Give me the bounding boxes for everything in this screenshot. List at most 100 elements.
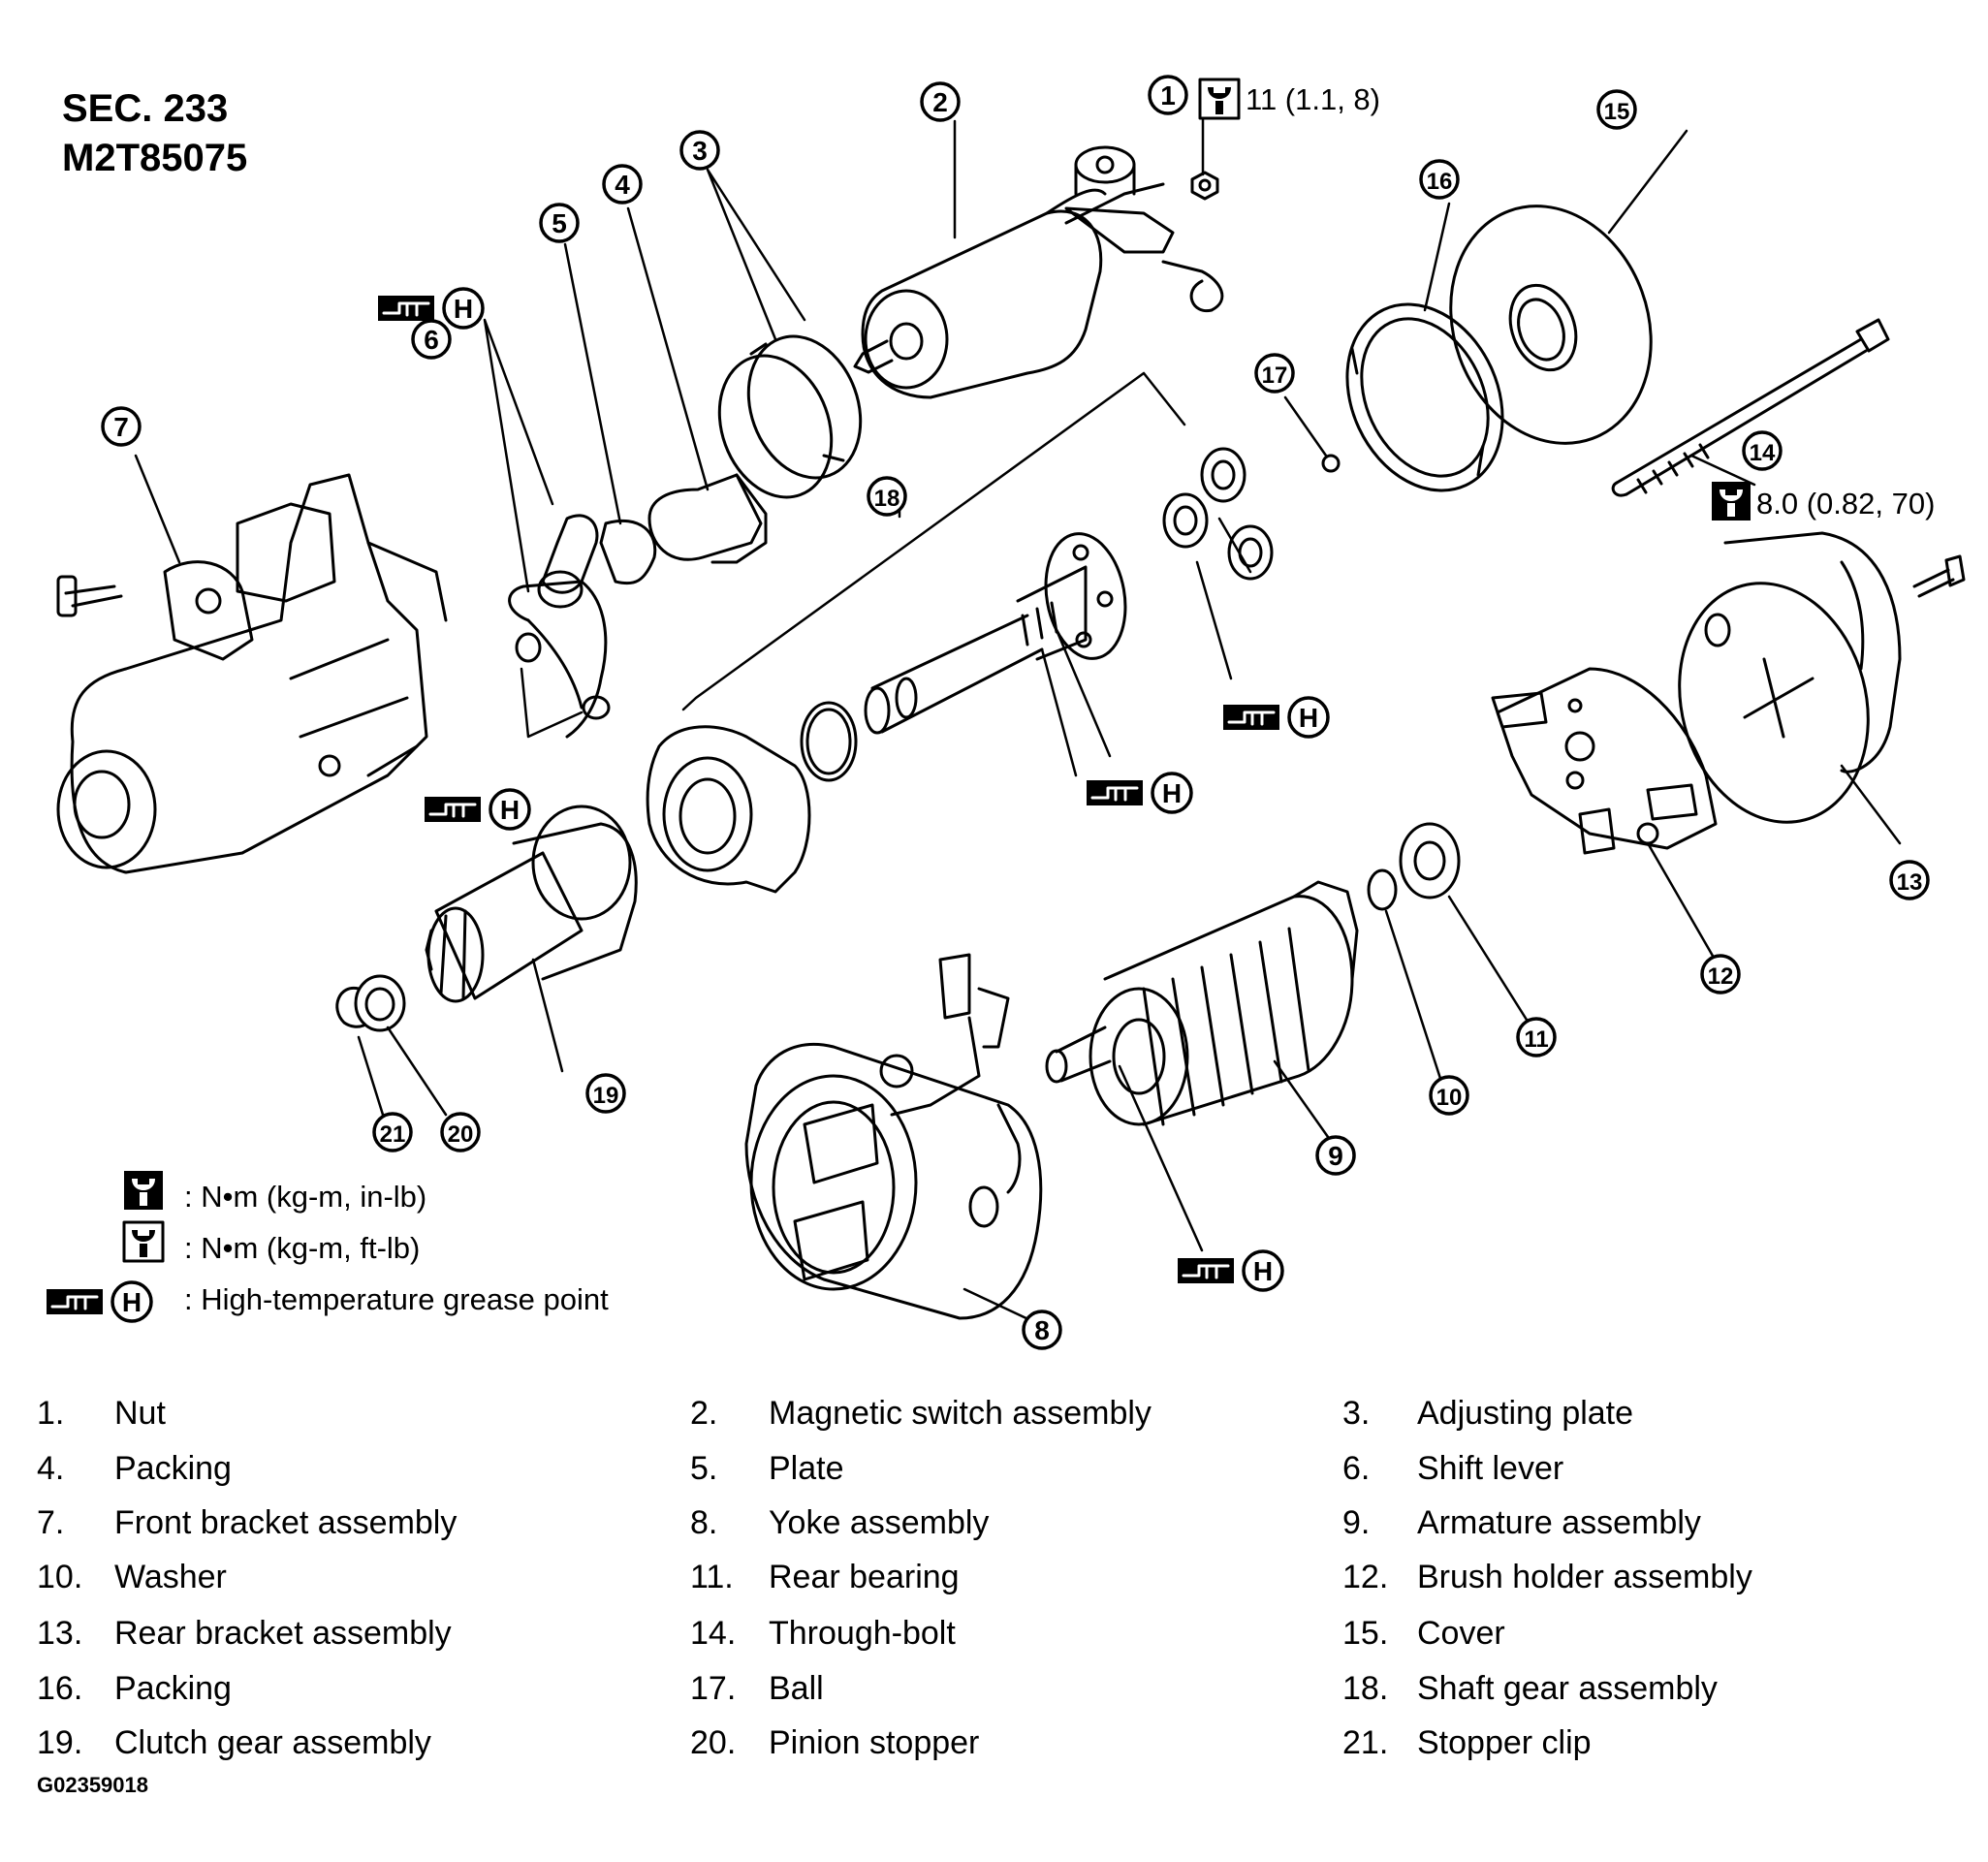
- part-name: Yoke assembly: [769, 1504, 990, 1541]
- svg-text:8: 8: [1034, 1315, 1050, 1345]
- clutch-gear-assembly: [425, 805, 638, 1003]
- torque-wrench-icon: [124, 1171, 163, 1210]
- part-name: Nut: [114, 1395, 166, 1432]
- section-label: SEC. 233: [62, 87, 229, 130]
- torque-wrench-icon: [122, 1220, 165, 1263]
- part-name: Ball: [769, 1670, 824, 1707]
- part-name: Rear bracket assembly: [114, 1615, 452, 1652]
- through-bolt: [1611, 318, 1890, 497]
- svg-text:4: 4: [615, 170, 630, 200]
- svg-text:H: H: [1253, 1256, 1273, 1286]
- callout-15: 15: [1596, 89, 1637, 130]
- ball: [1321, 454, 1341, 473]
- part-name: Cover: [1417, 1615, 1505, 1652]
- torque-wrench-icon: [1712, 482, 1751, 521]
- part-number: 17.: [690, 1670, 737, 1707]
- callout-16: 16: [1419, 159, 1460, 200]
- part-number: 18.: [1342, 1670, 1389, 1707]
- callout-1: 1: [1148, 75, 1188, 115]
- part-number: 16.: [37, 1670, 83, 1707]
- svg-text:1: 1: [1160, 80, 1176, 110]
- part-name: Shift lever: [1417, 1450, 1564, 1487]
- part-name: Plate: [769, 1450, 844, 1487]
- part-number: 2.: [690, 1395, 718, 1432]
- rear-bracket-assembly: [1678, 531, 1966, 824]
- leader-lines: [134, 114, 1902, 1330]
- svg-text:17: 17: [1262, 363, 1288, 389]
- model-code: M2T85075: [62, 137, 248, 179]
- svg-text:9: 9: [1328, 1141, 1343, 1171]
- svg-text:H: H: [1162, 778, 1182, 808]
- nut-torque-value: 11 (1.1, 8): [1246, 82, 1380, 116]
- part-name: Brush holder assembly: [1417, 1559, 1752, 1595]
- svg-text:13: 13: [1897, 869, 1923, 896]
- callout-20: 20: [440, 1112, 481, 1152]
- part-name: Packing: [114, 1450, 232, 1487]
- armature-assembly: [1045, 880, 1359, 1126]
- callout-17: 17: [1254, 353, 1295, 394]
- part-name: Shaft gear assembly: [1417, 1670, 1718, 1707]
- svg-text:18: 18: [874, 486, 900, 512]
- svg-text:21: 21: [380, 1121, 406, 1148]
- through-bolt-torque-value: 8.0 (0.82, 70): [1756, 487, 1935, 521]
- part-number: 19.: [37, 1724, 83, 1761]
- front-bracket-assembly: [56, 473, 448, 874]
- part-number: 14.: [690, 1615, 737, 1652]
- svg-text:2: 2: [932, 87, 948, 117]
- svg-text:12: 12: [1708, 963, 1734, 990]
- grease-point-1: H: [378, 287, 485, 330]
- part-name: Rear bearing: [769, 1559, 960, 1595]
- part-number: 1.: [37, 1395, 65, 1432]
- callout-2: 2: [920, 81, 961, 122]
- grease-point-4: H: [1087, 772, 1193, 814]
- callout-13: 13: [1889, 860, 1930, 900]
- shaft-gear-group-bracket: [681, 371, 1186, 711]
- svg-text:H: H: [1299, 703, 1318, 733]
- plate: [599, 519, 657, 585]
- part-name: Through-bolt: [769, 1615, 956, 1652]
- part-number: 20.: [690, 1724, 737, 1761]
- svg-text:3: 3: [692, 136, 708, 166]
- yoke-assembly: [744, 953, 1043, 1320]
- part-number: 21.: [1342, 1724, 1389, 1761]
- part-name: Adjusting plate: [1417, 1395, 1634, 1432]
- part-number: 10.: [37, 1559, 83, 1595]
- svg-text:H: H: [500, 795, 520, 825]
- grease-point-2: H: [425, 788, 531, 831]
- magnetic-switch-assembly: [853, 145, 1224, 399]
- part-name: Front bracket assembly: [114, 1504, 458, 1541]
- callout-12: 12: [1700, 954, 1741, 994]
- part-number: 4.: [37, 1450, 65, 1487]
- part-number: 12.: [1342, 1559, 1389, 1595]
- callout-9: 9: [1315, 1135, 1356, 1176]
- svg-text:20: 20: [448, 1121, 474, 1148]
- adjusting-plate: [717, 334, 863, 499]
- part-name: Stopper clip: [1417, 1724, 1592, 1761]
- svg-text:14: 14: [1750, 440, 1776, 466]
- svg-text:10: 10: [1436, 1085, 1463, 1111]
- svg-text:7: 7: [113, 412, 129, 442]
- part-name: Packing: [114, 1670, 232, 1707]
- brush-holder-assembly: [1491, 667, 1718, 855]
- callout-11: 11: [1516, 1017, 1557, 1057]
- callout-14: 14: [1742, 430, 1783, 471]
- part-name: Clutch gear assembly: [114, 1724, 431, 1761]
- part-number: 11.: [690, 1559, 734, 1595]
- part-number: 7.: [37, 1504, 65, 1541]
- grease-point-3: H: [1223, 696, 1330, 739]
- grease-point-6: H: [47, 1280, 153, 1323]
- svg-text:5: 5: [552, 208, 567, 238]
- svg-text:16: 16: [1427, 169, 1453, 195]
- callout-18: 18: [867, 476, 907, 517]
- stopper-clip: [335, 986, 365, 1028]
- part-name: Pinion stopper: [769, 1724, 980, 1761]
- callout-21: 21: [372, 1112, 413, 1152]
- part-name: Magnetic switch assembly: [769, 1395, 1152, 1432]
- packing-16: [1345, 302, 1504, 492]
- grease-point-5: H: [1178, 1249, 1284, 1292]
- torque-symbols: [122, 78, 1751, 1263]
- packing-4: [647, 473, 768, 564]
- svg-text:6: 6: [424, 325, 439, 355]
